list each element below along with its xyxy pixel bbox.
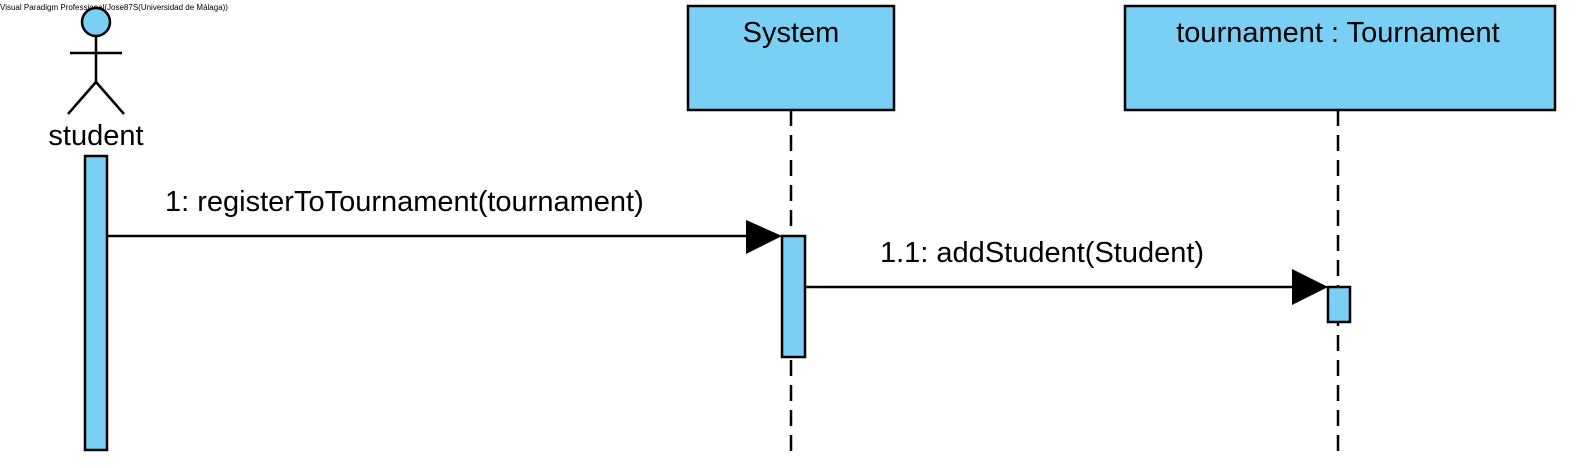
lifeline-system-name: System [743, 17, 840, 49]
system-activation-bar[interactable] [780, 234, 807, 359]
actor-left-leg [67, 81, 97, 115]
watermark-text: Visual Paradigm Professional(Jose87S(Uni… [0, 3, 228, 12]
message-1-label: 1: registerToTournament(tournament) [165, 186, 644, 218]
message-1-arrowhead [746, 220, 782, 254]
actor-head [80, 6, 112, 38]
actor-right-leg [95, 81, 125, 115]
tournament-activation-bar[interactable] [1326, 285, 1352, 324]
lifeline-tournament-name: tournament : Tournament [1176, 17, 1500, 49]
lifeline-system-box[interactable] [686, 4, 896, 112]
actor-activation-bar[interactable] [83, 154, 109, 452]
message-2-arrowhead [1292, 269, 1328, 305]
actor-name: student [48, 120, 143, 152]
lifeline-tournament-box[interactable] [1123, 4, 1557, 112]
actor-student[interactable] [67, 6, 125, 115]
message-2-label: 1.1: addStudent(Student) [880, 237, 1204, 269]
